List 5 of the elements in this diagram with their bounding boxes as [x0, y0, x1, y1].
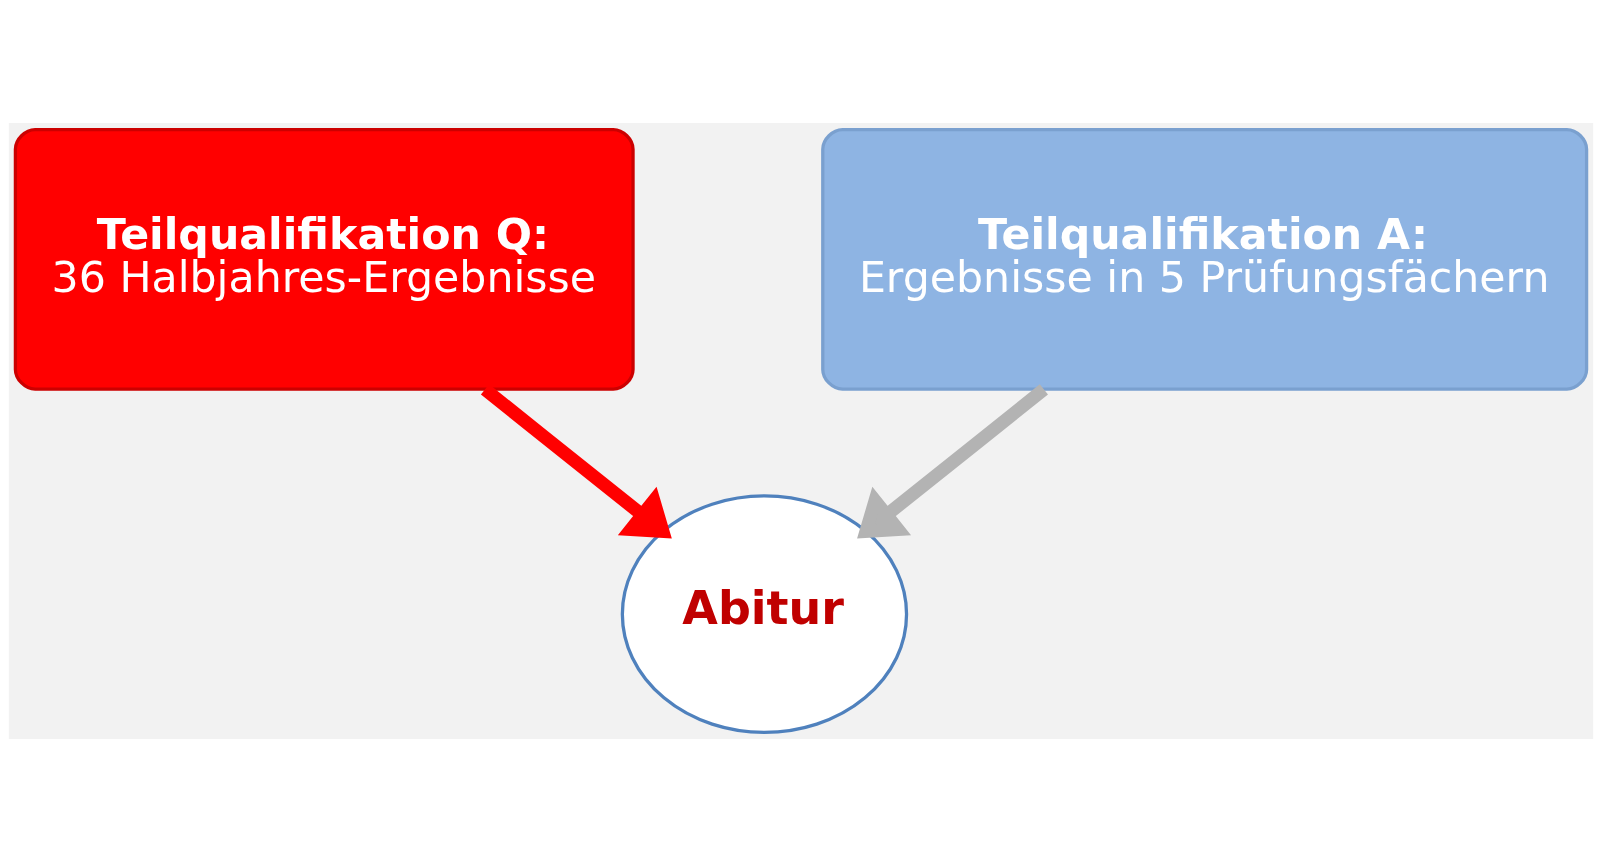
- node-box: Teilqualifikation A: Ergebnisse in 5 Prüfungsfächern: [821, 127, 1589, 391]
- node-ellipse: Abitur: [620, 494, 909, 735]
- arrow: [857, 384, 1048, 539]
- node-box: Teilqualifikation Q: 36 Halbjahres-Ergebnisse: [13, 127, 635, 391]
- arrow: [480, 384, 672, 539]
